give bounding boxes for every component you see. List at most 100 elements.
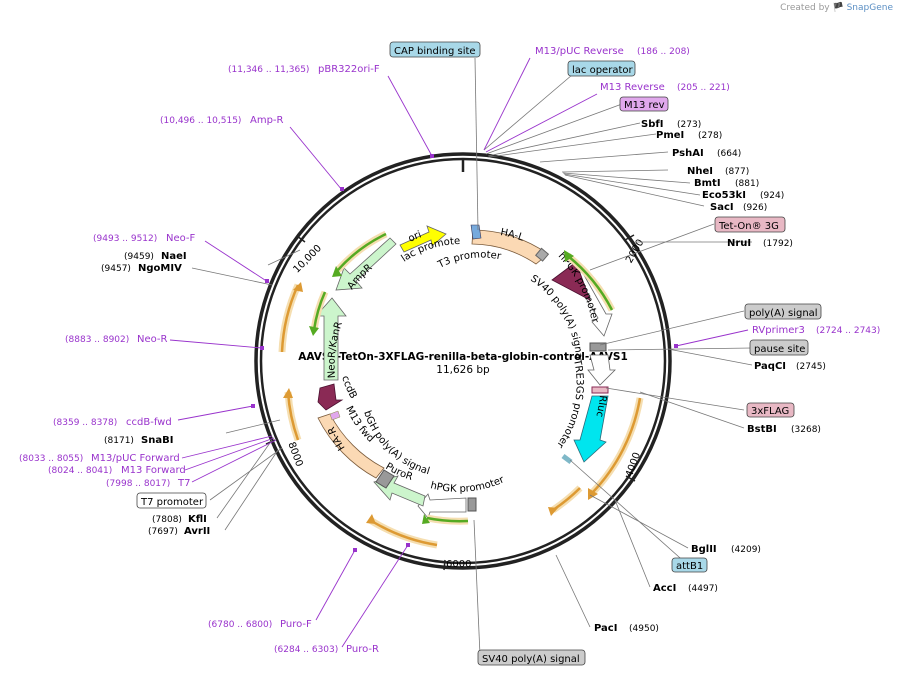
three-xflag-block — [591, 386, 609, 394]
ccdb-fwd-pos: (8359 .. 8378) — [53, 418, 117, 428]
snabi-label[interactable]: SnaBI — [141, 435, 173, 446]
bmti-pos: (881) — [735, 179, 759, 189]
primer-site-markers — [251, 154, 678, 552]
ccdb-feature[interactable] — [317, 383, 344, 411]
bmti-label[interactable]: BmtI — [694, 178, 721, 189]
lac-operator-label: lac operator — [572, 65, 633, 76]
lac-promoter-label: lac promoter — [0, 0, 460, 264]
three-xflag-box[interactable] — [746, 402, 795, 418]
orf-right-top-head — [564, 250, 574, 262]
orf-right-low-arrow — [552, 487, 581, 512]
paci-label[interactable]: PacI — [594, 623, 617, 634]
ha-r-feature[interactable] — [317, 413, 385, 479]
tick-2000-mark — [624, 234, 635, 241]
sv40-polya-bottom-box[interactable] — [477, 649, 586, 666]
neo-r-label[interactable]: Neo-R — [137, 334, 168, 345]
neo-f-label[interactable]: Neo-F — [166, 233, 196, 244]
ampr-feature[interactable] — [335, 237, 397, 291]
avrii-pos: (7697) — [148, 527, 178, 537]
teton3g-feature[interactable] — [551, 261, 591, 301]
tre3gs-promoter[interactable] — [587, 354, 616, 386]
polya-signal-box[interactable] — [744, 303, 822, 320]
acci-label[interactable]: AccI — [653, 583, 676, 594]
orf-right-top-arrow — [567, 255, 614, 311]
pbr322ori-f-pos: (11,346 .. 11,365) — [228, 65, 309, 75]
pmei-pos: (278) — [698, 131, 722, 141]
naei-label[interactable]: NaeI — [161, 251, 187, 262]
cap-binding-site-box[interactable] — [389, 41, 481, 58]
hpgk-promoter-2[interactable] — [417, 493, 467, 519]
t7-promoter-label: T7 promoter — [140, 497, 204, 508]
m13-puc-reverse-label[interactable]: M13/pUC Reverse — [535, 46, 624, 57]
pmei-label[interactable]: PmeI — [656, 130, 684, 141]
sbfi-pos: (273) — [677, 120, 701, 130]
m13-forward-label[interactable]: M13 Forward — [121, 465, 186, 476]
naei-pos: (9459) — [124, 252, 154, 262]
credit-brand: SnapGene — [846, 3, 893, 13]
snapgene-credit: Created by 🏴 SnapGene — [780, 3, 893, 13]
puro-r-pos: (6284 .. 6303) — [274, 645, 338, 655]
plasmid-size: 11,626 bp — [436, 364, 490, 376]
sv40-polya-block — [589, 342, 607, 352]
bstbi-pos: (3268) — [791, 425, 821, 435]
nhei-label[interactable]: NheI — [687, 166, 713, 177]
bglii-pos: (4209) — [731, 545, 761, 555]
ha-l-cap — [535, 247, 550, 262]
neo-r-pos: (8883 .. 8902) — [65, 335, 129, 345]
kfli-pos: (7808) — [152, 515, 182, 525]
pshai-pos: (664) — [717, 149, 741, 159]
neor-feature[interactable] — [315, 297, 347, 381]
avrii-label[interactable]: AvrII — [184, 526, 210, 537]
nrui-label[interactable]: NruI — [727, 238, 751, 249]
saci-pos: (926) — [743, 203, 767, 213]
amp-r-label[interactable]: Amp-R — [250, 115, 284, 126]
hpgk-promoter-2-label: hPGK promoter — [429, 474, 506, 495]
puro-f-label[interactable]: Puro-F — [280, 619, 312, 630]
ngomiv-label[interactable]: NgoMIV — [138, 263, 182, 274]
m13-rev-box[interactable] — [619, 96, 669, 112]
t7-label[interactable]: T7 — [177, 478, 190, 489]
sv40-polya-lower-block — [467, 497, 477, 512]
saci-label[interactable]: SacI — [710, 202, 734, 213]
puro-r-label[interactable]: Puro-R — [346, 644, 379, 655]
sbfi-label[interactable]: SbfI — [641, 119, 663, 130]
paqci-label[interactable]: PaqCI — [754, 361, 786, 372]
pshai-label[interactable]: PshAI — [672, 148, 704, 159]
credit-prefix: Created by — [780, 3, 830, 13]
m13-reverse-label[interactable]: M13 Reverse — [600, 82, 665, 93]
teton3g-box[interactable] — [714, 216, 786, 233]
neo-f-pos: (9493 .. 9512) — [93, 234, 157, 244]
attb1-box[interactable] — [671, 557, 708, 573]
tre3gs-label: TRE3GS promoter — [554, 357, 585, 450]
eco53ki-label[interactable]: Eco53kI — [702, 190, 746, 201]
t7-promoter-box[interactable] — [136, 492, 207, 509]
pbr322ori-f-label[interactable]: pBR322ori-F — [318, 64, 380, 75]
lac-operator-box[interactable] — [567, 60, 636, 77]
ori-feature[interactable] — [399, 225, 447, 253]
rvprimer3-label[interactable]: RVprimer3 — [752, 325, 805, 336]
kfli-label[interactable]: KflI — [188, 514, 207, 525]
snapgene-logo-icon: 🏴 — [832, 3, 844, 13]
orf-puror-arrow — [426, 516, 469, 523]
bstbi-label[interactable]: BstBI — [747, 424, 777, 435]
ccdb-fwd-label[interactable]: ccdB-fwd — [126, 417, 172, 428]
ori-label: ori — [407, 229, 423, 244]
puro-f-pos: (6780 .. 6800) — [208, 620, 272, 630]
m13-puc-reverse-pos: (186 .. 208) — [637, 47, 690, 57]
t7-pos: (7998 .. 8017) — [106, 479, 170, 489]
rluc-feature[interactable] — [573, 395, 609, 463]
m13-rev-site — [470, 224, 482, 240]
teton3g-label: Tet-On® 3G — [718, 221, 779, 232]
m13-rev-label: M13 rev — [624, 100, 665, 111]
bglii-label[interactable]: BglII — [691, 544, 717, 555]
pause-site-label: pause site — [754, 344, 805, 355]
polya-signal-label: poly(A) signal — [749, 308, 818, 319]
orf-ampr-head — [332, 266, 342, 277]
tick-10000-mark — [296, 235, 306, 243]
m13-puc-forward-label[interactable]: M13/pUC Forward — [91, 453, 180, 464]
tick-6000: 6000 — [446, 559, 471, 570]
pause-site-box[interactable] — [749, 339, 809, 356]
orf-neor-head — [309, 326, 319, 336]
attb1-block — [561, 454, 573, 464]
tick-4000-mark — [625, 475, 636, 482]
